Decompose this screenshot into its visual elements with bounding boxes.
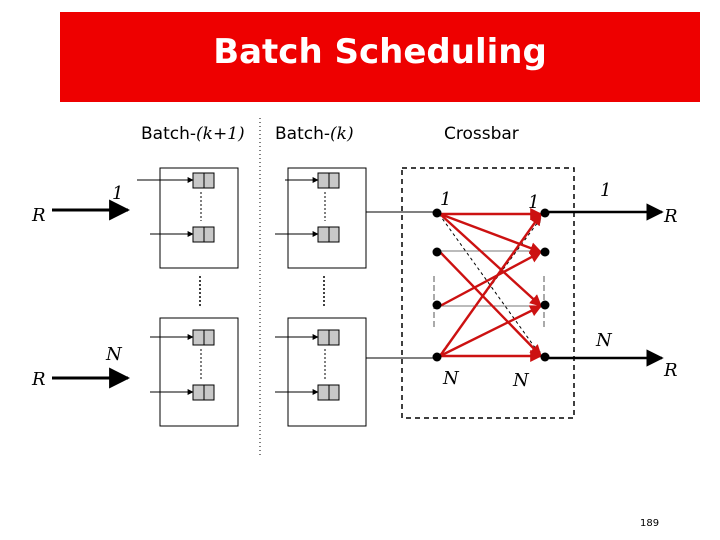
batch-current-header: Batch-(k) <box>275 124 354 144</box>
batch-next-index: (k+1) <box>196 124 245 144</box>
crossbar-output-node-n <box>540 352 550 362</box>
batch-next-prefix: Batch- <box>141 124 197 144</box>
crossbar-dashed-link-a <box>438 213 542 357</box>
crossbar-output-label-1: 1 <box>528 192 540 213</box>
batch-next-box-1 <box>137 167 239 269</box>
title-bar: Batch Scheduling <box>60 12 700 102</box>
output-port-label-n: N <box>596 330 612 351</box>
batch-next-header: Batch-(k+1) <box>141 124 245 144</box>
page-number: 189 <box>640 518 660 529</box>
crossbar-output-node-1 <box>540 208 550 218</box>
crossbar-box <box>401 167 575 419</box>
output-port-label-1: 1 <box>600 180 612 201</box>
crossbar-red-connections <box>439 208 543 362</box>
crossbar-input-label-1: 1 <box>440 189 452 210</box>
batch-current-box-n <box>275 317 367 427</box>
batch-current-box-1 <box>275 167 367 269</box>
slide-title: Batch Scheduling <box>213 32 547 72</box>
batch-current-index: (k) <box>330 124 354 144</box>
crossbar-output-node-2 <box>540 247 550 257</box>
input-rate-label-n: R <box>32 369 46 390</box>
input-rate-label-1: R <box>32 205 46 226</box>
input-port-label-n: N <box>106 344 122 365</box>
crossbar-input-node-1 <box>432 208 442 218</box>
crossbar-header: Crossbar <box>444 124 519 144</box>
crossbar-output-label-n: N <box>513 370 529 391</box>
crossbar-input-node-n <box>432 352 442 362</box>
crossbar-input-node-2 <box>432 247 442 257</box>
crossbar-input-label-n: N <box>443 368 459 389</box>
crossbar-output-node-3 <box>540 300 550 310</box>
batch-next-box-n <box>150 317 239 427</box>
input-port-label-1: 1 <box>112 183 124 204</box>
output-rate-label-n: R <box>664 360 678 381</box>
batch-current-prefix: Batch- <box>275 124 331 144</box>
output-rate-label-1: R <box>664 206 678 227</box>
crossbar-input-node-3 <box>432 300 442 310</box>
